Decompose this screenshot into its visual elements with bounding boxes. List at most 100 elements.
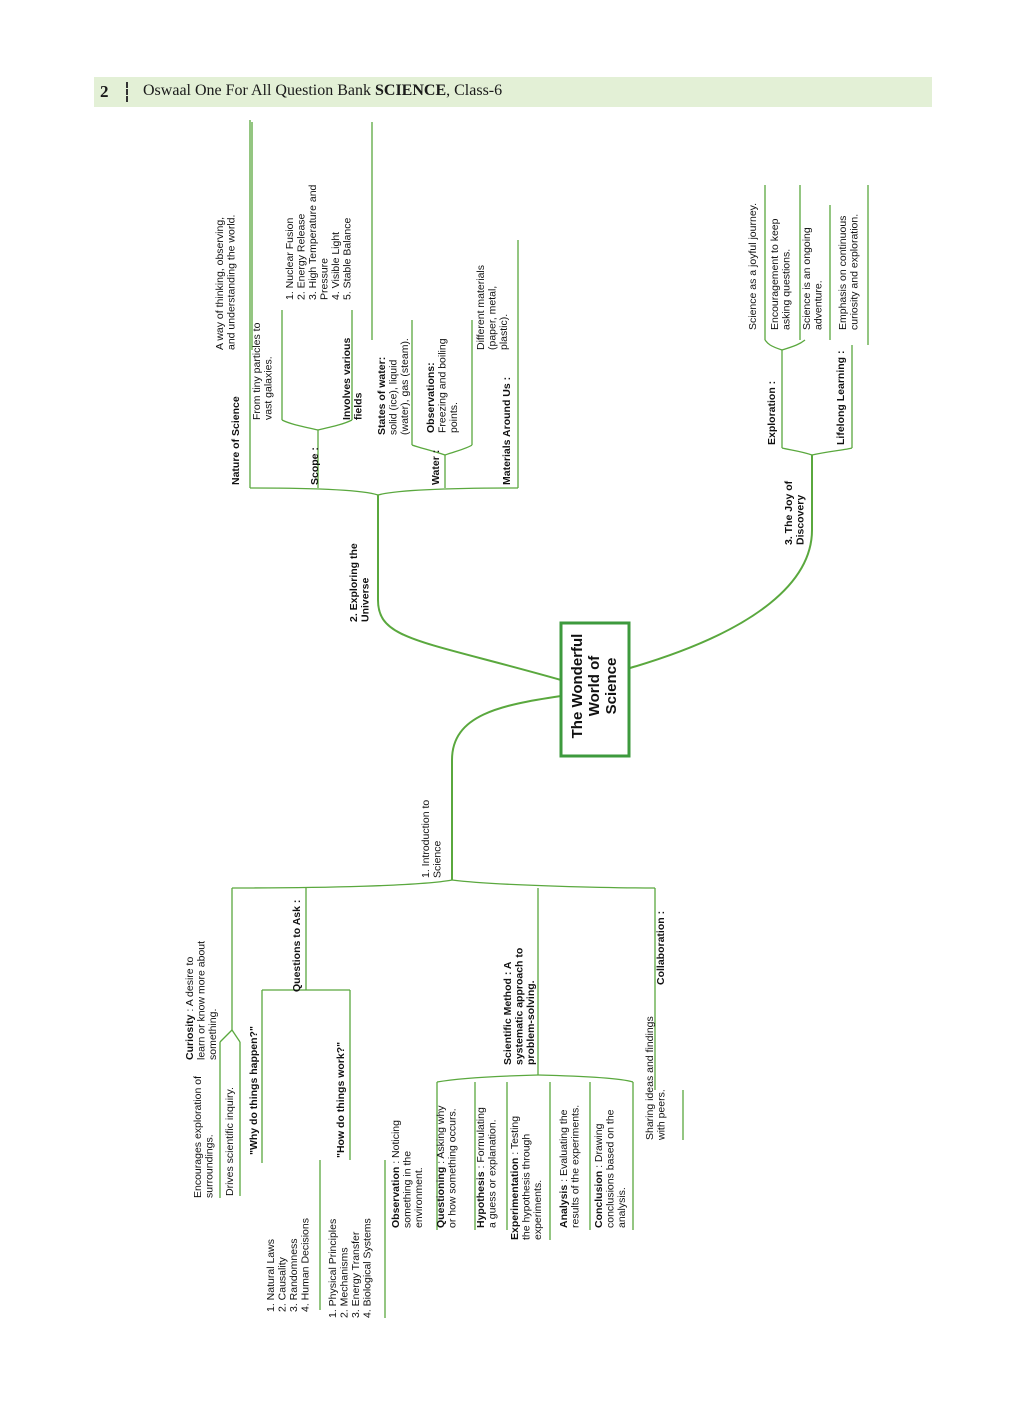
- text-run: Observations:: [425, 362, 437, 433]
- drives-text-line: Drives scientific inquiry.: [224, 1087, 236, 1196]
- text-run: Freezing and boiling: [437, 338, 449, 433]
- text-run: : Testing: [509, 1116, 521, 1158]
- curiosity-fork-a: [219, 1029, 233, 1043]
- questions-label-line: Questions to Ask :: [291, 900, 303, 992]
- water-observations-line: Observations:: [425, 362, 437, 433]
- text-run: analysis.: [616, 1187, 628, 1228]
- method-step-5-line: results of the experiments.: [570, 1105, 582, 1228]
- explore-item-1-line: Science as a joyful journey.: [747, 203, 759, 330]
- b3-title-line: Discovery: [795, 495, 807, 545]
- particles-text-line: vast galaxies.: [263, 356, 275, 420]
- branch-2-curve: [377, 495, 562, 681]
- text-run: Analysis: [558, 1185, 570, 1228]
- method-label-line: problem-solving.: [525, 980, 537, 1065]
- text-run: the hypothesis through: [521, 1134, 533, 1240]
- why-label-line: "Why do things happen?": [248, 1026, 260, 1155]
- center-title-line: Science: [603, 658, 620, 715]
- how-list-line: 4. Biological Systems: [362, 1218, 374, 1318]
- connector-lines: [219, 120, 869, 1318]
- b2-title-line: 2. Exploring the: [348, 543, 360, 622]
- how-list-line: 2. Mechanisms: [339, 1247, 351, 1318]
- text-run: : Drawing: [593, 1123, 605, 1170]
- scope-label-line: Scope :: [309, 447, 321, 485]
- nature-label-line: Nature of Science: [230, 396, 242, 485]
- scope-label: Scope :: [309, 447, 321, 485]
- materials-label-line: Materials Around Us :: [501, 377, 513, 485]
- text-run: : Noticing: [390, 1120, 402, 1167]
- text-run: results of the experiments.: [570, 1105, 582, 1228]
- water-label-line: Water :: [430, 450, 442, 485]
- method-step-1-line: environment.: [413, 1167, 425, 1228]
- fields-list-line: 5. Stable Balance: [342, 218, 354, 300]
- method-step-4-line: Experimentation : Testing: [509, 1116, 521, 1240]
- fields-list-line: 1. Nuclear Fusion: [284, 218, 296, 300]
- method-step-3-line: Hypothesis : Formulating: [475, 1107, 487, 1228]
- questions-label: Questions to Ask :: [291, 900, 303, 992]
- center-title-line: The Wonderful: [569, 634, 586, 739]
- why-list-line: 1. Natural Laws: [265, 1239, 277, 1312]
- why-list-line: 3. Randomness: [288, 1238, 300, 1312]
- method-step-3-line: a guess or explanation.: [487, 1119, 499, 1228]
- text-run: : A desire to: [184, 957, 196, 1015]
- how-list-line: 1. Physical Principles: [327, 1219, 339, 1318]
- lifelong-desc-line: curiosity and exploration.: [849, 214, 861, 330]
- why-list-line: 4. Human Decisions: [300, 1218, 312, 1312]
- method-step-2-line: Questioning : Asking why: [435, 1105, 447, 1228]
- materials-label: Materials Around Us :: [501, 377, 513, 485]
- text-run: Conclusion: [593, 1171, 605, 1228]
- fields-list-line: Pressure: [319, 258, 331, 300]
- text-run: Questioning: [435, 1167, 447, 1228]
- how-label-line: "How do things work?": [335, 1042, 347, 1158]
- text-run: conclusions based on the: [605, 1109, 617, 1228]
- b2-spread-right: [377, 487, 519, 496]
- curiosity-text-line: something.: [207, 1009, 219, 1060]
- fields-list-line: 3. High Temperature and: [307, 184, 319, 300]
- header-separator: [126, 82, 128, 102]
- text-run: experiments.: [532, 1180, 544, 1240]
- curiosity-text-line: Curiosity : A desire to: [184, 957, 196, 1060]
- states-text-line: (water), gas (steam).: [399, 338, 411, 435]
- exploration-label: Exploration :: [766, 381, 778, 445]
- states-text-line: States of water:: [376, 357, 388, 435]
- nature-desc-line: A way of thinking, observing,: [214, 217, 226, 350]
- text-run: something.: [207, 1009, 219, 1060]
- how-label: "How do things work?": [335, 1042, 347, 1158]
- fields-text-line: Involves various: [341, 338, 353, 420]
- text-run: Hypothesis: [475, 1171, 487, 1228]
- water-fork-b: [444, 444, 473, 456]
- collab-label-line: Collaboration :: [655, 911, 667, 985]
- curiosity-fork-b: [231, 1029, 241, 1043]
- explore-item-2-line: asking questions.: [781, 249, 793, 330]
- b3-title-line: 3. The Joy of: [783, 480, 795, 545]
- explore-item-3-line: adventure.: [813, 280, 825, 330]
- b2-spread-left: [249, 487, 379, 496]
- nature-desc-line: and understanding the world.: [226, 215, 238, 350]
- lifelong-label-line: Lifelong Learning :: [835, 351, 847, 446]
- text-run: Observation: [390, 1167, 402, 1228]
- encourages-text-line: surroundings.: [204, 1134, 216, 1198]
- exploration-fork-b: [781, 339, 806, 351]
- encourages-text-line: Encourages exploration of: [192, 1076, 204, 1198]
- fields-text-line: fields: [353, 392, 365, 420]
- text-run: or how something occurs.: [447, 1108, 459, 1228]
- nature-label: Nature of Science: [230, 396, 242, 485]
- text-run: points.: [448, 402, 460, 433]
- book-title: Oswaal One For All Question Bank SCIENCE…: [143, 82, 502, 100]
- explore-item-1: Science as a joyful journey.: [747, 203, 759, 330]
